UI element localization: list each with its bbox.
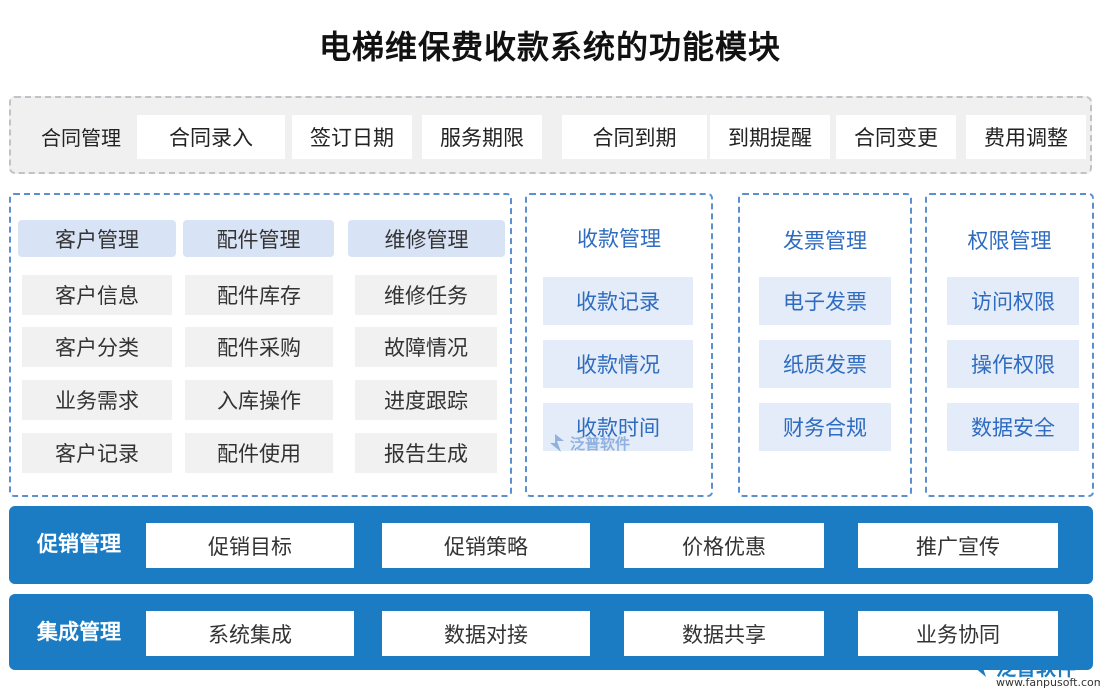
promotion-item: 促销目标 <box>146 523 354 568</box>
customer-item: 客户记录 <box>22 433 172 473</box>
brand-logo: 泛普软件 www.fanpusoft.com <box>968 652 1100 689</box>
permission-item: 访问权限 <box>947 277 1079 325</box>
contract-item: 到期提醒 <box>710 115 830 159</box>
contract-label: 合同管理 <box>41 126 121 150</box>
repair-item: 报告生成 <box>355 433 497 473</box>
integration-item: 系统集成 <box>146 611 354 656</box>
repair-item: 进度跟踪 <box>355 380 497 420</box>
permission-title: 权限管理 <box>967 229 1052 253</box>
group-header-repair: 维修管理 <box>348 220 505 257</box>
parts-item: 配件库存 <box>185 275 333 315</box>
repair-item: 故障情况 <box>355 327 497 367</box>
promotion-item: 促销策略 <box>382 523 590 568</box>
parts-item: 配件采购 <box>185 327 333 367</box>
watermark-logo-icon <box>550 434 564 452</box>
payment-title: 收款管理 <box>577 227 661 251</box>
contract-item: 服务期限 <box>422 115 542 159</box>
group-header-parts: 配件管理 <box>183 220 334 257</box>
integration-item: 数据共享 <box>624 611 824 656</box>
invoice-title: 发票管理 <box>783 229 867 253</box>
customer-parts-repair-panel: 客户管理 配件管理 维修管理 客户信息 客户分类 业务需求 客户记录 配件库存 … <box>9 193 512 497</box>
customer-item: 客户信息 <box>22 275 172 315</box>
payment-item: 收款记录 <box>543 277 693 325</box>
contract-item: 签订日期 <box>292 115 412 159</box>
brand-logo-icon <box>974 656 990 677</box>
promotion-item: 推广宣传 <box>858 523 1058 568</box>
promotion-bar: 促销管理 促销目标 促销策略 价格优惠 推广宣传 <box>9 506 1093 584</box>
watermark: 泛普软件 <box>544 432 630 454</box>
promotion-label: 促销管理 <box>37 531 121 556</box>
repair-item: 维修任务 <box>355 275 497 315</box>
integration-item: 业务协同 <box>858 611 1058 656</box>
parts-item: 配件使用 <box>185 433 333 473</box>
customer-item: 业务需求 <box>22 380 172 420</box>
permission-panel: 权限管理 访问权限 操作权限 数据安全 <box>925 193 1094 497</box>
permission-item: 数据安全 <box>947 403 1079 451</box>
contract-section: 合同管理 合同录入 签订日期 服务期限 合同到期 到期提醒 合同变更 费用调整 <box>9 96 1092 174</box>
watermark-text: 泛普软件 <box>570 434 631 453</box>
invoice-panel: 发票管理 电子发票 纸质发票 财务合规 <box>738 193 912 497</box>
payment-item: 收款时间 <box>543 403 693 451</box>
promotion-item: 价格优惠 <box>624 523 824 568</box>
contract-item: 合同到期 <box>562 115 707 159</box>
payment-item: 收款情况 <box>543 340 693 388</box>
invoice-item: 财务合规 <box>759 403 891 451</box>
permission-item: 操作权限 <box>947 340 1079 388</box>
integration-bar: 集成管理 系统集成 数据对接 数据共享 业务协同 <box>9 594 1093 670</box>
customer-item: 客户分类 <box>22 327 172 367</box>
integration-label: 集成管理 <box>37 619 121 644</box>
invoice-item: 纸质发票 <box>759 340 891 388</box>
brand-url: www.fanpusoft.com <box>996 676 1100 689</box>
integration-item: 数据对接 <box>382 611 590 656</box>
parts-item: 入库操作 <box>185 380 333 420</box>
contract-item: 合同录入 <box>137 115 285 159</box>
brand-logo-text: 泛普软件 <box>996 656 1076 680</box>
page-title: 电梯维保费收款系统的功能模块 <box>318 28 781 66</box>
contract-item: 费用调整 <box>966 115 1086 159</box>
contract-item: 合同变更 <box>836 115 956 159</box>
group-header-customer: 客户管理 <box>18 220 176 257</box>
invoice-item: 电子发票 <box>759 277 891 325</box>
payment-panel: 收款管理 收款记录 收款情况 收款时间 <box>525 193 713 497</box>
